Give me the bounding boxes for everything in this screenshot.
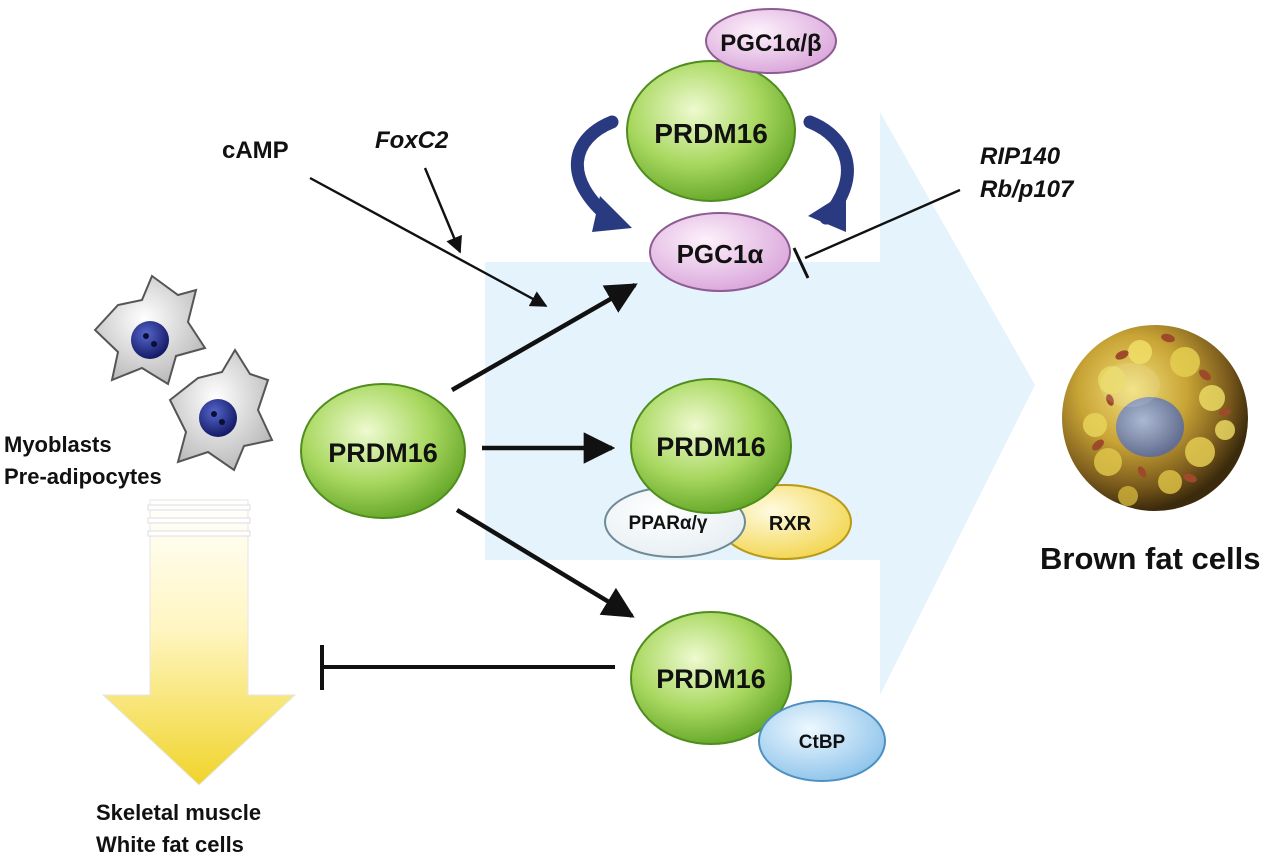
foxc2-activation-arrow bbox=[423, 167, 462, 254]
progenitor-label-line2: Pre-adipocytes bbox=[4, 464, 162, 489]
prdm16-mid-label: PRDM16 bbox=[656, 432, 766, 462]
prdm16-to-pgc1a-arrow bbox=[450, 283, 638, 392]
ppar-label: PPARα/γ bbox=[629, 513, 708, 534]
prdm16-top-label: PRDM16 bbox=[654, 118, 768, 149]
progenitor-label-line1: Myoblasts bbox=[4, 432, 112, 457]
prdm16-top-node bbox=[626, 60, 796, 202]
foxc2-label: FoxC2 bbox=[375, 127, 449, 154]
preadipocyte-cell-icon bbox=[168, 348, 274, 472]
rip140-inhibition-line bbox=[792, 188, 961, 279]
brown-fat-label: Brown fat cells bbox=[1040, 541, 1261, 576]
pgc1a-label: PGC1α bbox=[677, 239, 764, 269]
outcome-label-line2: White fat cells bbox=[96, 832, 244, 857]
pgc1a-node bbox=[649, 212, 791, 292]
prdm16-mid-node bbox=[630, 378, 792, 514]
curved-arrow-right-icon bbox=[803, 115, 854, 232]
rb-p107-label: Rb/p107 bbox=[980, 176, 1074, 203]
prdm16-center-label: PRDM16 bbox=[328, 438, 438, 468]
rxr-label: RXR bbox=[769, 513, 812, 535]
pgc1ab-label: PGC1α/β bbox=[720, 30, 821, 57]
downward-differentiation-arrow bbox=[101, 499, 297, 786]
camp-label: cAMP bbox=[222, 137, 289, 164]
camp-activation-arrow bbox=[309, 176, 548, 308]
myoblast-cell-icon bbox=[93, 274, 207, 386]
prdm16-bottom-label: PRDM16 bbox=[656, 664, 766, 694]
ctbp-inhibition-line bbox=[320, 645, 615, 690]
prdm16-bottom-node bbox=[630, 611, 792, 745]
prdm16-center-node bbox=[300, 383, 466, 519]
prdm16-to-ctbp-complex-arrow bbox=[455, 508, 635, 618]
ctbp-node bbox=[758, 700, 886, 782]
curved-arrow-left-icon bbox=[570, 115, 632, 232]
brown-fat-cell-image bbox=[1062, 325, 1248, 511]
outcome-label-line1: Skeletal muscle bbox=[96, 800, 262, 825]
ctbp-label: CtBP bbox=[799, 732, 846, 753]
pgc1ab-node bbox=[705, 8, 837, 74]
rip140-label: RIP140 bbox=[980, 143, 1061, 170]
